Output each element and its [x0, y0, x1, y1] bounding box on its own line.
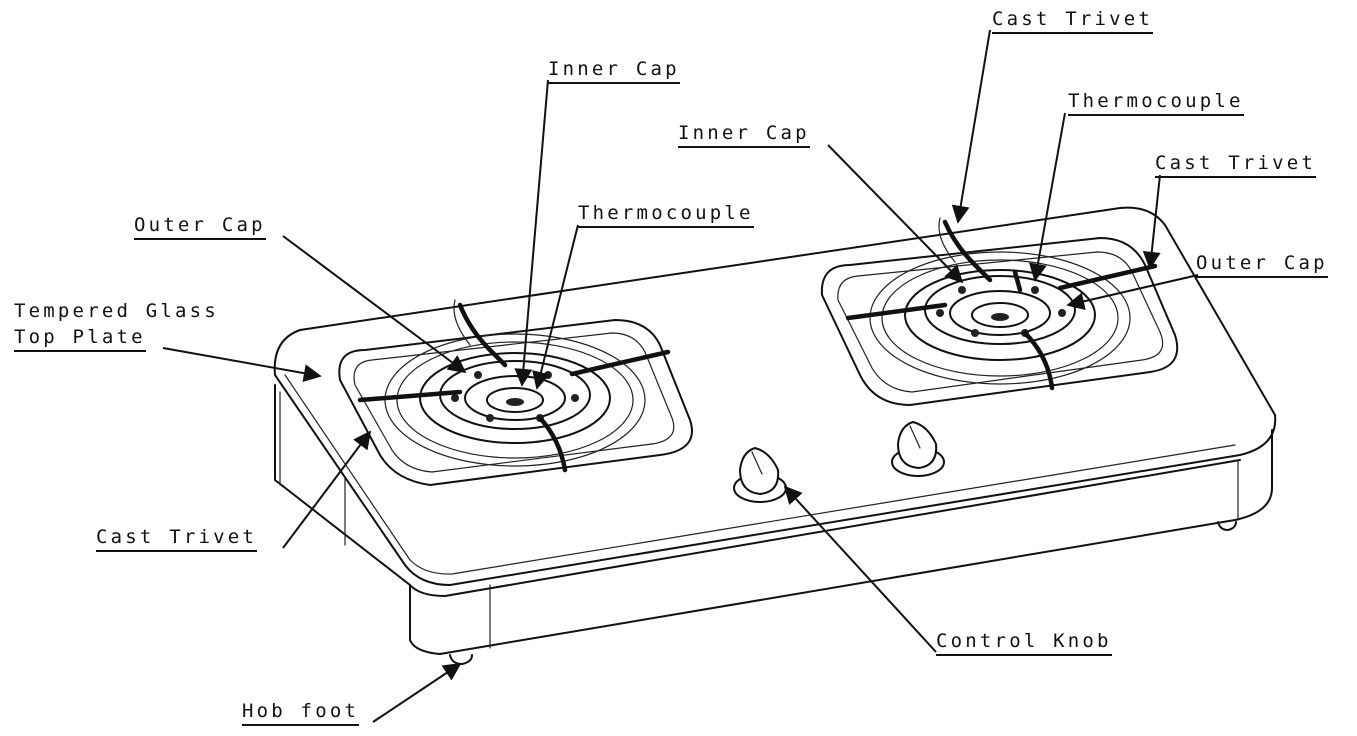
label-control-knob: Control Knob [936, 630, 1112, 656]
label-inner-cap-right: Inner Cap [678, 122, 810, 148]
label-thermocouple-left: Thermocouple [578, 202, 754, 228]
label-thermocouple-right: Thermocouple [1068, 90, 1244, 116]
label-cast-trivet-right: Cast Trivet [1155, 152, 1317, 178]
label-cast-trivet-top: Cast Trivet [992, 8, 1154, 34]
right-burner-assembly [820, 217, 1179, 406]
left-burner-assembly [338, 299, 693, 486]
hob-foot-drawing [449, 521, 1237, 665]
label-outer-cap-right: Outer Cap [1196, 252, 1328, 278]
control-knobs [733, 420, 945, 503]
label-inner-cap-left: Inner Cap [548, 58, 680, 84]
hob-body [273, 206, 1277, 655]
label-tempered-glass-line2: Top Plate [14, 326, 146, 352]
label-tempered-glass-line1: Tempered Glass [14, 300, 219, 322]
leader-lines [162, 29, 1199, 723]
label-outer-cap-left: Outer Cap [134, 214, 266, 240]
label-cast-trivet-left: Cast Trivet [96, 526, 258, 552]
label-hob-foot: Hob foot [242, 700, 360, 726]
